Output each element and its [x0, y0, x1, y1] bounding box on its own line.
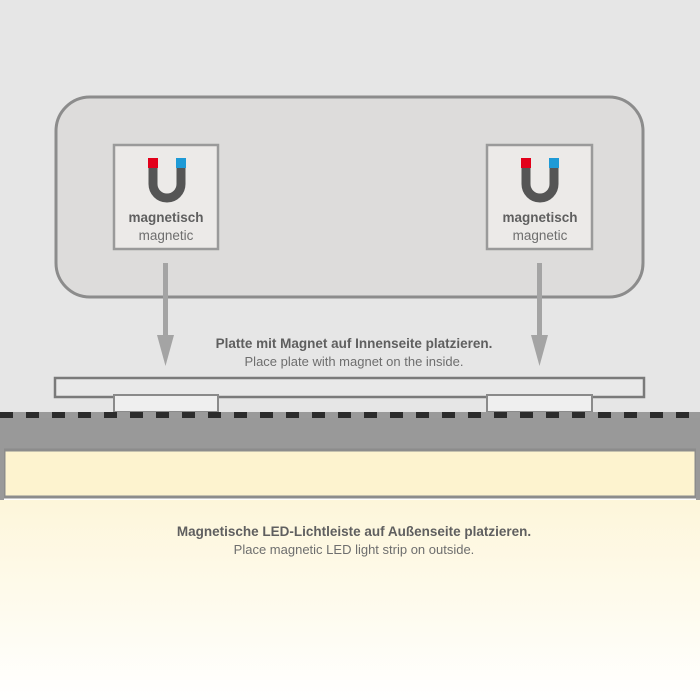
horseshoe-magnet-icon [148, 158, 186, 203]
led-strip-frame [696, 448, 700, 500]
led-strip-frame [0, 448, 4, 500]
arrow-down-left [157, 263, 174, 366]
plate-instruction-en: Place plate with magnet on the inside. [245, 354, 464, 369]
mounting-plate [53, 376, 646, 399]
magnet-card-left: magnetisch magnetic [112, 143, 220, 251]
metal-surface-hatch [0, 412, 700, 418]
magnet-card-right: magnetisch magnetic [485, 143, 594, 251]
strip-instruction-de: Magnetische LED-Lichtleiste auf Außensei… [177, 524, 531, 539]
strip-instruction-en: Place magnetic LED light strip on outsid… [234, 542, 475, 557]
plate-magnet-right [486, 394, 593, 413]
plate-instruction-de: Platte mit Magnet auf Innenseite platzie… [216, 336, 493, 351]
horseshoe-magnet-icon [521, 158, 559, 203]
magnet-label-de: magnetisch [502, 210, 577, 225]
arrow-down-right [531, 263, 548, 366]
led-strip [2, 448, 698, 499]
plate-magnet-left [113, 394, 219, 413]
background-glow [0, 500, 700, 700]
magnet-label-en: magnetic [139, 228, 194, 243]
metal-surface [0, 418, 700, 452]
magnet-label-de: magnetisch [128, 210, 203, 225]
magnet-label-en: magnetic [513, 228, 568, 243]
